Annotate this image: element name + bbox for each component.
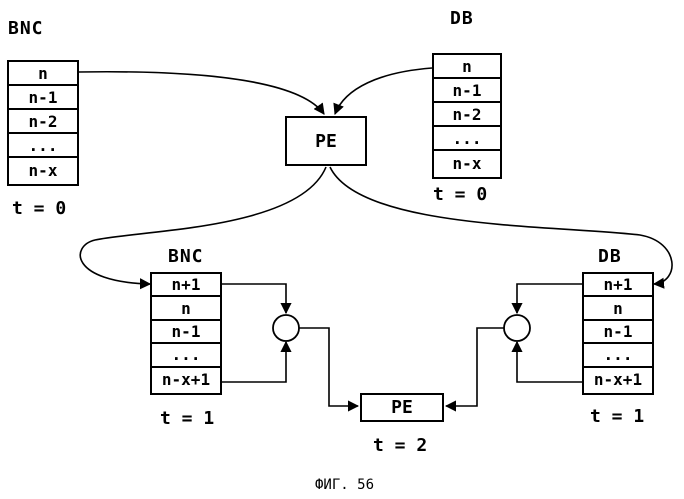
edge-left-n1-to-adder	[221, 284, 286, 313]
bottom-bnc-cell: n+1	[152, 274, 220, 297]
top-db-stack: n n-1 n-2 ... n-x	[432, 53, 502, 179]
top-bnc-title: BNC	[8, 20, 44, 38]
bottom-bnc-cell: ...	[152, 344, 220, 367]
edge-right-nx1-to-adder	[517, 342, 583, 382]
bottom-bnc-title: BNC	[168, 248, 204, 266]
top-db-cell: ...	[434, 127, 500, 151]
adder-right	[504, 315, 530, 341]
top-bnc-cell: n	[9, 62, 77, 86]
bottom-db-cell: n-1	[584, 321, 652, 344]
edge-left-adder-to-pe2	[299, 328, 358, 406]
bottom-pe-time: t = 2	[373, 437, 427, 455]
edge-top-bnc-to-pe	[78, 72, 324, 114]
edge-right-n1-to-adder	[517, 284, 583, 313]
adder-left	[273, 315, 299, 341]
edge-left-nx1-to-adder	[221, 342, 286, 382]
top-bnc-time: t = 0	[12, 200, 66, 218]
top-bnc-cell: ...	[9, 134, 77, 158]
top-pe-box: PE	[285, 116, 367, 166]
top-db-cell: n	[434, 55, 500, 79]
bottom-pe-box: PE	[360, 393, 444, 422]
top-bnc-cell: n-x	[9, 158, 77, 182]
bottom-db-stack: n+1 n n-1 ... n-x+1	[582, 272, 654, 395]
top-db-cell: n-2	[434, 103, 500, 127]
bottom-bnc-cell: n-1	[152, 321, 220, 344]
bottom-bnc-stack: n+1 n n-1 ... n-x+1	[150, 272, 222, 395]
top-db-time: t = 0	[433, 186, 487, 204]
figure-caption: ФИГ. 56	[315, 478, 374, 492]
top-db-title: DB	[450, 10, 474, 28]
bottom-db-cell: n+1	[584, 274, 652, 297]
edge-right-adder-to-pe2	[446, 328, 504, 406]
bottom-bnc-cell: n	[152, 297, 220, 320]
bottom-db-cell: n	[584, 297, 652, 320]
top-bnc-stack: n n-1 n-2 ... n-x	[7, 60, 79, 186]
bottom-bnc-cell: n-x+1	[152, 368, 220, 391]
top-db-cell: n-1	[434, 79, 500, 103]
top-bnc-cell: n-2	[9, 110, 77, 134]
edge-top-db-to-pe	[335, 68, 432, 114]
top-db-cell: n-x	[434, 151, 500, 175]
bottom-db-cell: n-x+1	[584, 368, 652, 391]
top-bnc-cell: n-1	[9, 86, 77, 110]
bottom-db-cell: ...	[584, 344, 652, 367]
bottom-db-title: DB	[598, 248, 622, 266]
bottom-db-time: t = 1	[590, 408, 644, 426]
bottom-bnc-time: t = 1	[160, 410, 214, 428]
